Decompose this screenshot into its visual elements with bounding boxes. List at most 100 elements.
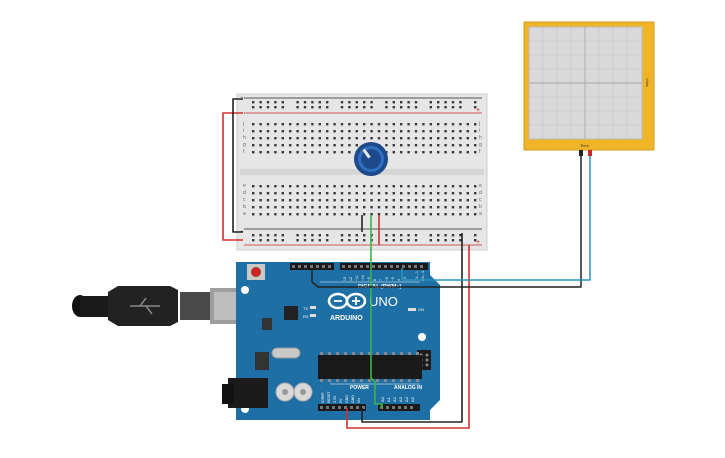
breadboard-rail-hole[interactable] xyxy=(459,239,462,242)
breadboard-hole[interactable] xyxy=(474,185,477,188)
breadboard-hole[interactable] xyxy=(296,137,299,140)
breadboard-hole[interactable] xyxy=(377,123,381,126)
breadboard-hole[interactable] xyxy=(274,185,277,188)
breadboard-rail-hole[interactable] xyxy=(437,101,440,104)
breadboard-rail-hole[interactable] xyxy=(259,239,262,242)
breadboard-hole[interactable] xyxy=(407,130,410,133)
breadboard-hole[interactable] xyxy=(444,151,447,154)
breadboard-hole[interactable] xyxy=(422,130,425,133)
wire-scope-gnd[interactable] xyxy=(311,156,582,288)
breadboard-rail-hole[interactable] xyxy=(474,101,477,104)
breadboard-hole[interactable] xyxy=(303,199,307,202)
breadboard-hole[interactable] xyxy=(363,185,366,188)
breadboard-rail-hole[interactable] xyxy=(311,239,314,242)
breadboard-rail-hole[interactable] xyxy=(259,106,262,109)
breadboard-hole[interactable] xyxy=(333,213,336,216)
breadboard-hole[interactable] xyxy=(392,137,395,140)
breadboard-hole[interactable] xyxy=(296,206,299,209)
breadboard-rail-hole[interactable] xyxy=(385,106,388,109)
breadboard-hole[interactable] xyxy=(400,199,403,202)
breadboard-hole[interactable] xyxy=(252,144,255,147)
breadboard-hole[interactable] xyxy=(311,123,314,126)
breadboard-hole[interactable] xyxy=(281,206,284,209)
breadboard-hole[interactable] xyxy=(318,137,321,140)
breadboard-hole[interactable] xyxy=(400,144,403,147)
breadboard-hole[interactable] xyxy=(281,213,284,216)
breadboard-hole[interactable] xyxy=(266,144,270,147)
breadboard-hole[interactable] xyxy=(252,151,255,154)
breadboard-hole[interactable] xyxy=(266,206,270,209)
breadboard-hole[interactable] xyxy=(437,144,440,147)
breadboard-hole[interactable] xyxy=(326,144,329,147)
breadboard-hole[interactable] xyxy=(340,206,344,209)
breadboard-hole[interactable] xyxy=(281,137,284,140)
breadboard-hole[interactable] xyxy=(340,213,344,216)
breadboard-hole[interactable] xyxy=(459,192,462,195)
breadboard-hole[interactable] xyxy=(281,192,284,195)
breadboard-hole[interactable] xyxy=(444,213,447,216)
breadboard-hole[interactable] xyxy=(355,144,358,147)
breadboard-hole[interactable] xyxy=(407,213,410,216)
breadboard-hole[interactable] xyxy=(289,185,292,188)
breadboard-hole[interactable] xyxy=(348,192,351,195)
breadboard-rail-hole[interactable] xyxy=(281,106,284,109)
breadboard-hole[interactable] xyxy=(474,199,477,202)
breadboard-rail-hole[interactable] xyxy=(474,234,477,237)
breadboard-hole[interactable] xyxy=(459,130,462,133)
breadboard-rail-hole[interactable] xyxy=(281,234,284,237)
breadboard-hole[interactable] xyxy=(370,206,373,209)
breadboard-hole[interactable] xyxy=(451,123,455,126)
breadboard-hole[interactable] xyxy=(400,123,403,126)
potentiometer[interactable] xyxy=(354,142,388,176)
breadboard-hole[interactable] xyxy=(392,199,395,202)
breadboard-rail-hole[interactable] xyxy=(274,101,277,104)
breadboard-hole[interactable] xyxy=(340,185,344,188)
breadboard-hole[interactable] xyxy=(266,137,270,140)
breadboard-hole[interactable] xyxy=(392,206,395,209)
breadboard-hole[interactable] xyxy=(326,123,329,126)
breadboard-hole[interactable] xyxy=(429,144,432,147)
breadboard-hole[interactable] xyxy=(437,185,440,188)
breadboard-rail-hole[interactable] xyxy=(281,101,284,104)
breadboard-hole[interactable] xyxy=(348,123,351,126)
breadboard-hole[interactable] xyxy=(281,144,284,147)
breadboard-hole[interactable] xyxy=(348,137,351,140)
breadboard-hole[interactable] xyxy=(363,213,366,216)
breadboard-rail-hole[interactable] xyxy=(311,101,314,104)
breadboard-hole[interactable] xyxy=(252,137,255,140)
oscilloscope-negative-terminal[interactable] xyxy=(579,150,583,156)
breadboard-rail-hole[interactable] xyxy=(296,101,299,104)
breadboard-hole[interactable] xyxy=(303,213,307,216)
breadboard-rail-hole[interactable] xyxy=(303,101,307,104)
breadboard-hole[interactable] xyxy=(252,192,255,195)
breadboard-rail-hole[interactable] xyxy=(311,234,314,237)
breadboard-hole[interactable] xyxy=(377,185,381,188)
breadboard-hole[interactable] xyxy=(326,206,329,209)
breadboard-hole[interactable] xyxy=(259,130,262,133)
breadboard-hole[interactable] xyxy=(429,199,432,202)
breadboard-hole[interactable] xyxy=(274,137,277,140)
breadboard-hole[interactable] xyxy=(355,137,358,140)
analog-pin-header[interactable] xyxy=(378,404,420,411)
breadboard-rail-hole[interactable] xyxy=(429,101,432,104)
breadboard-hole[interactable] xyxy=(303,192,307,195)
breadboard-hole[interactable] xyxy=(370,185,373,188)
breadboard-hole[interactable] xyxy=(289,123,292,126)
breadboard-hole[interactable] xyxy=(377,213,381,216)
breadboard-hole[interactable] xyxy=(311,137,314,140)
breadboard-hole[interactable] xyxy=(444,130,447,133)
breadboard-hole[interactable] xyxy=(451,192,455,195)
breadboard-hole[interactable] xyxy=(281,199,284,202)
breadboard-hole[interactable] xyxy=(377,137,381,140)
breadboard-hole[interactable] xyxy=(266,192,270,195)
breadboard-hole[interactable] xyxy=(348,213,351,216)
breadboard-hole[interactable] xyxy=(414,137,418,140)
breadboard-hole[interactable] xyxy=(422,137,425,140)
breadboard-hole[interactable] xyxy=(252,123,255,126)
breadboard-hole[interactable] xyxy=(429,137,432,140)
breadboard-hole[interactable] xyxy=(385,185,388,188)
breadboard-rail-hole[interactable] xyxy=(392,101,395,104)
breadboard-hole[interactable] xyxy=(303,206,307,209)
breadboard-hole[interactable] xyxy=(355,213,358,216)
breadboard-hole[interactable] xyxy=(311,213,314,216)
